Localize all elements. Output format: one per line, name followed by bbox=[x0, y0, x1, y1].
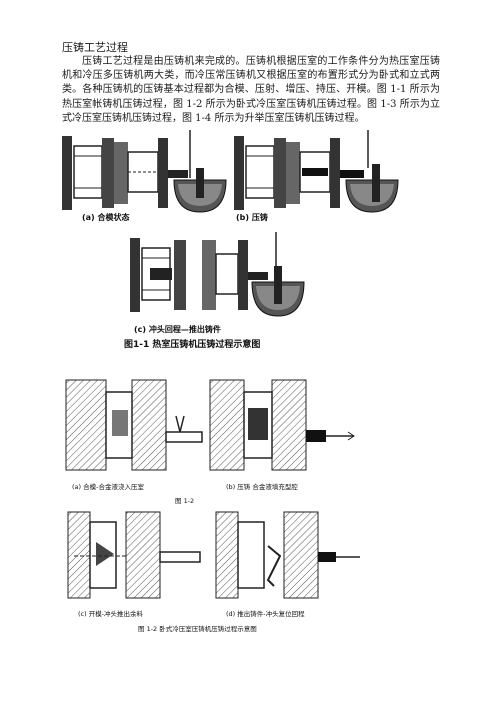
figure-1-2-panel-d-drawing bbox=[214, 510, 362, 602]
figure-1-1-panel-b-label: (b) 压铸 bbox=[236, 213, 268, 222]
figure-1-1-panel-c-label: (c) 冲头回程—推出铸件 bbox=[134, 325, 221, 334]
figure-1-2-mid-caption: 图 1-2 bbox=[175, 497, 195, 505]
figure-1-1-caption: 图1-1 热室压铸机压铸过程示意图 bbox=[124, 340, 261, 350]
figure-1-2-panel-a-drawing bbox=[64, 378, 204, 474]
figure-1-2-caption: 图 1-2 卧式冷压室压铸机压铸过程示意图 bbox=[138, 625, 257, 633]
figure-1-2-panel-b-drawing bbox=[208, 378, 358, 474]
figure-1-2-panel-b-label: (b) 压铸 合金液填充型腔 bbox=[226, 483, 298, 491]
figure-1-1-panel-a-drawing bbox=[60, 128, 230, 218]
document-paragraph: 压铸工艺过程是由压铸机来完成的。压铸机根据压室的工作条件分为热压室压铸机和冷压多… bbox=[62, 56, 440, 124]
document-title: 压铸工艺过程 bbox=[62, 41, 128, 54]
figure-1-2-panel-d-label: (d) 推出铸件-冲头复位回程 bbox=[226, 610, 305, 618]
figure-1-2-panel-c-label: (c) 开模-冲头推出余料 bbox=[78, 610, 144, 618]
figure-1-1-panel-b-drawing bbox=[232, 128, 402, 218]
figure-1-2-panel-c-drawing bbox=[66, 510, 204, 602]
figure-1-2-panel-a-label: (a) 合模-合金液浇入压室 bbox=[72, 483, 144, 491]
figure-1-1-panel-c-drawing bbox=[128, 232, 308, 320]
figure-1-1-panel-a-label: (a) 合模状态 bbox=[82, 213, 130, 222]
